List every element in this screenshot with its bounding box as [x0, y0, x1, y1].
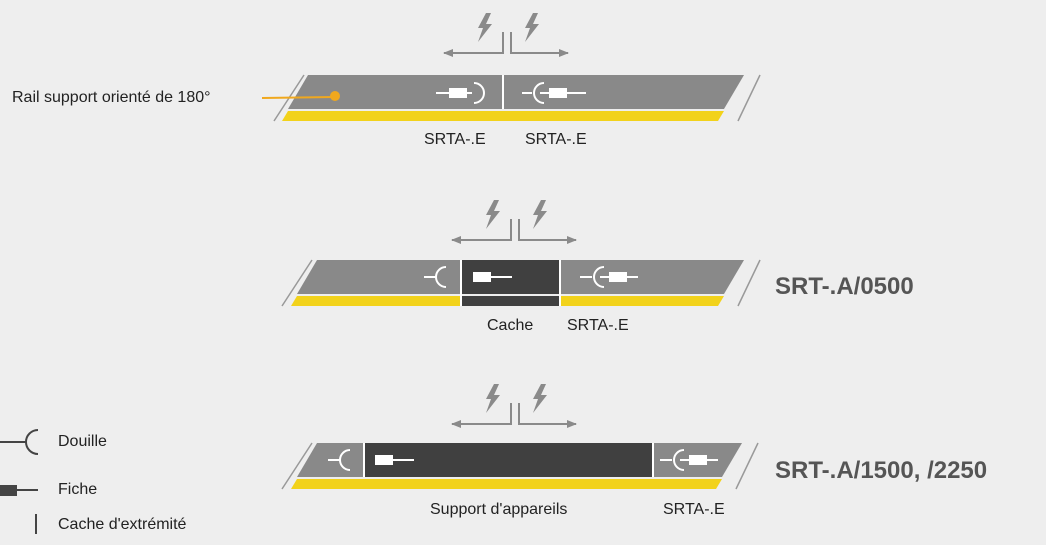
rail3-left-label: Support d'appareils: [430, 501, 568, 518]
rail3-right-label: SRTA-.E: [663, 501, 725, 518]
power-arrows-1: [443, 13, 569, 57]
legend-label-end-cap: Cache d'extrémité: [58, 516, 187, 533]
plug-icon: [375, 455, 414, 465]
rail1-right-label: SRTA-.E: [525, 131, 587, 148]
socket-plug-icon: [660, 449, 718, 471]
lightning-icon: [533, 200, 547, 229]
power-arrows-3: [451, 384, 577, 428]
socket-icon: [0, 429, 39, 455]
legend-label-socket: Douille: [58, 433, 107, 450]
rail2-right-label: SRTA-.E: [567, 317, 629, 334]
rail-1: [261, 13, 761, 122]
plug-icon: [436, 88, 472, 98]
power-arrows-2: [451, 200, 577, 244]
legend-symbols: [0, 429, 39, 534]
rail2-title: SRT-.A/0500: [775, 273, 914, 300]
yellow-strip: [291, 479, 722, 489]
rail1-left-label: SRTA-.E: [424, 131, 486, 148]
socket-icon: [424, 266, 447, 288]
socket-icon: [328, 449, 351, 471]
callout-label: Rail support orienté de 180°: [12, 89, 211, 106]
lightning-icon: [478, 13, 492, 42]
socket-icon: [473, 82, 485, 104]
rail-body: [288, 75, 744, 109]
rail-3: [281, 384, 759, 490]
rail3-title: SRT-.A/1500, /2250: [775, 457, 988, 484]
callout-line: [261, 96, 336, 99]
yellow-strip: [282, 111, 724, 121]
rail-2: [281, 200, 761, 307]
socket-plug-icon: [522, 82, 586, 104]
legend-label-plug: Fiche: [58, 481, 98, 498]
callout-dot: [330, 91, 340, 101]
socket-plug-icon: [580, 266, 638, 288]
plug-icon: [473, 272, 512, 282]
lightning-icon: [486, 384, 500, 413]
lightning-icon: [533, 384, 547, 413]
lightning-icon: [525, 13, 539, 42]
lightning-icon: [486, 200, 500, 229]
rail2-left-label: Cache: [487, 317, 534, 334]
plug-icon: [0, 485, 38, 496]
